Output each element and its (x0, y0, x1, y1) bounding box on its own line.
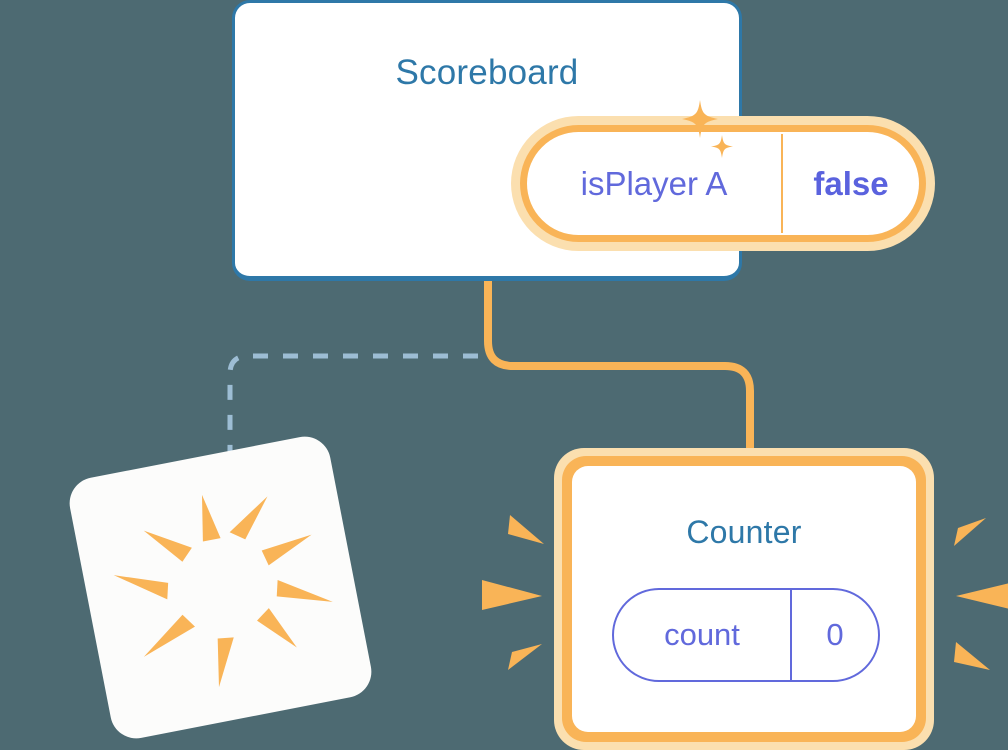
counter-property-pill[interactable]: count 0 (612, 588, 880, 682)
burst-ray-icon (229, 496, 268, 540)
burst-ray-icon (217, 637, 234, 688)
node-scoreboard[interactable]: Scoreboard isPlayer A false (232, 0, 935, 281)
scoreboard-property-key: isPlayer A (580, 164, 728, 202)
scoreboard-title: Scoreboard (395, 53, 579, 92)
node-counter[interactable]: Counter count 0 (554, 448, 934, 750)
burst-ray-icon (143, 530, 192, 562)
pill-divider (790, 590, 792, 680)
burst-ray-icon (113, 575, 169, 600)
counter-title: Counter (686, 514, 802, 550)
connector-scoreboard-to-blank-card (227, 353, 478, 478)
pill-divider (781, 134, 783, 233)
blank-card-burst-rays (113, 494, 333, 688)
counter-property-key: count (664, 617, 740, 652)
burst-ray-icon (276, 579, 333, 602)
scoreboard-property-value: false (813, 164, 889, 202)
pill-body: isPlayer A false (527, 132, 919, 235)
burst-ray-icon (256, 608, 297, 648)
scoreboard-property-pill[interactable]: isPlayer A false (511, 116, 935, 251)
connector-scoreboard-to-counter (484, 278, 754, 460)
burst-ray-icon (261, 534, 312, 566)
node-blank-card[interactable] (65, 432, 376, 743)
burst-ray-icon (201, 494, 221, 542)
burst-ray-icon (143, 614, 195, 657)
counter-property-value: 0 (826, 617, 844, 652)
